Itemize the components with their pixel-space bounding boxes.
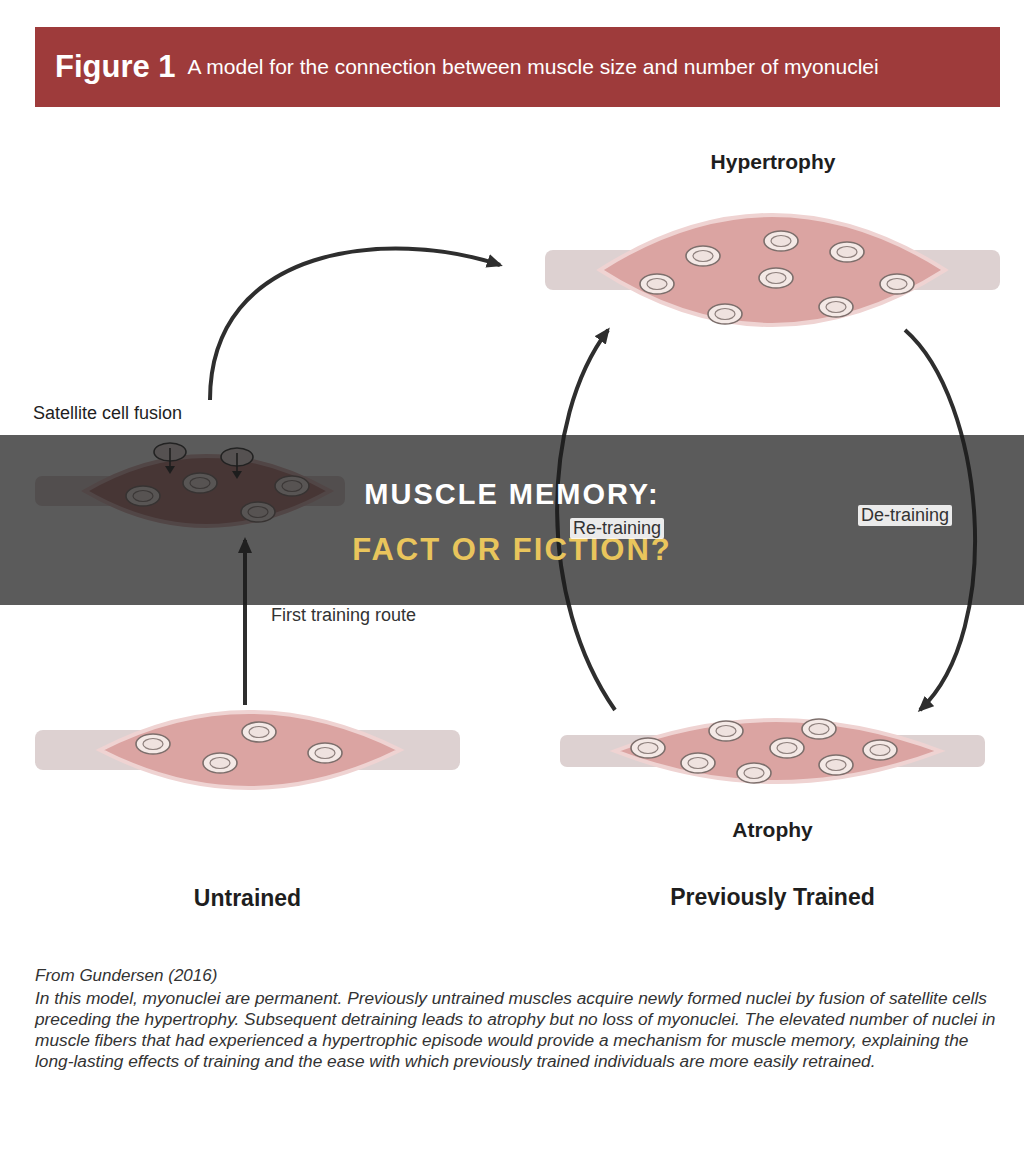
overlay-text: FACT OR FICTION? — [0, 532, 1024, 568]
arrow-label: Re-training — [570, 518, 664, 539]
muscle-node: Untrained — [35, 705, 460, 920]
muscle-label: Untrained — [35, 885, 460, 912]
muscle-label: Hypertrophy — [544, 150, 1002, 174]
process-arrow — [210, 248, 500, 400]
figure-caption: In this model, myonuclei are permanent. … — [35, 988, 1000, 1072]
muscle-label: Satellite cell fusion — [33, 403, 350, 424]
muscle-node: AtrophyPreviously Trained — [560, 710, 985, 920]
muscle-node: Hypertrophy — [500, 148, 1002, 330]
figure-title: Figure 1 — [55, 49, 176, 85]
hypertrophy-muscle — [545, 215, 1000, 325]
muscle-label: Previously Trained — [560, 884, 985, 911]
untrained-muscle — [35, 712, 460, 788]
title-banner: Figure 1 A model for the connection betwe… — [35, 27, 1000, 107]
figure-subtitle: A model for the connection between muscl… — [188, 55, 879, 79]
state-label: Atrophy — [560, 818, 985, 842]
muscle-node: Satellite cell fusion — [30, 400, 350, 540]
source-note: From Gundersen (2016) — [35, 966, 217, 986]
arrow-label: De-training — [858, 505, 952, 526]
atrophy-muscle — [560, 719, 985, 783]
arrow-label: First training route — [268, 605, 419, 626]
